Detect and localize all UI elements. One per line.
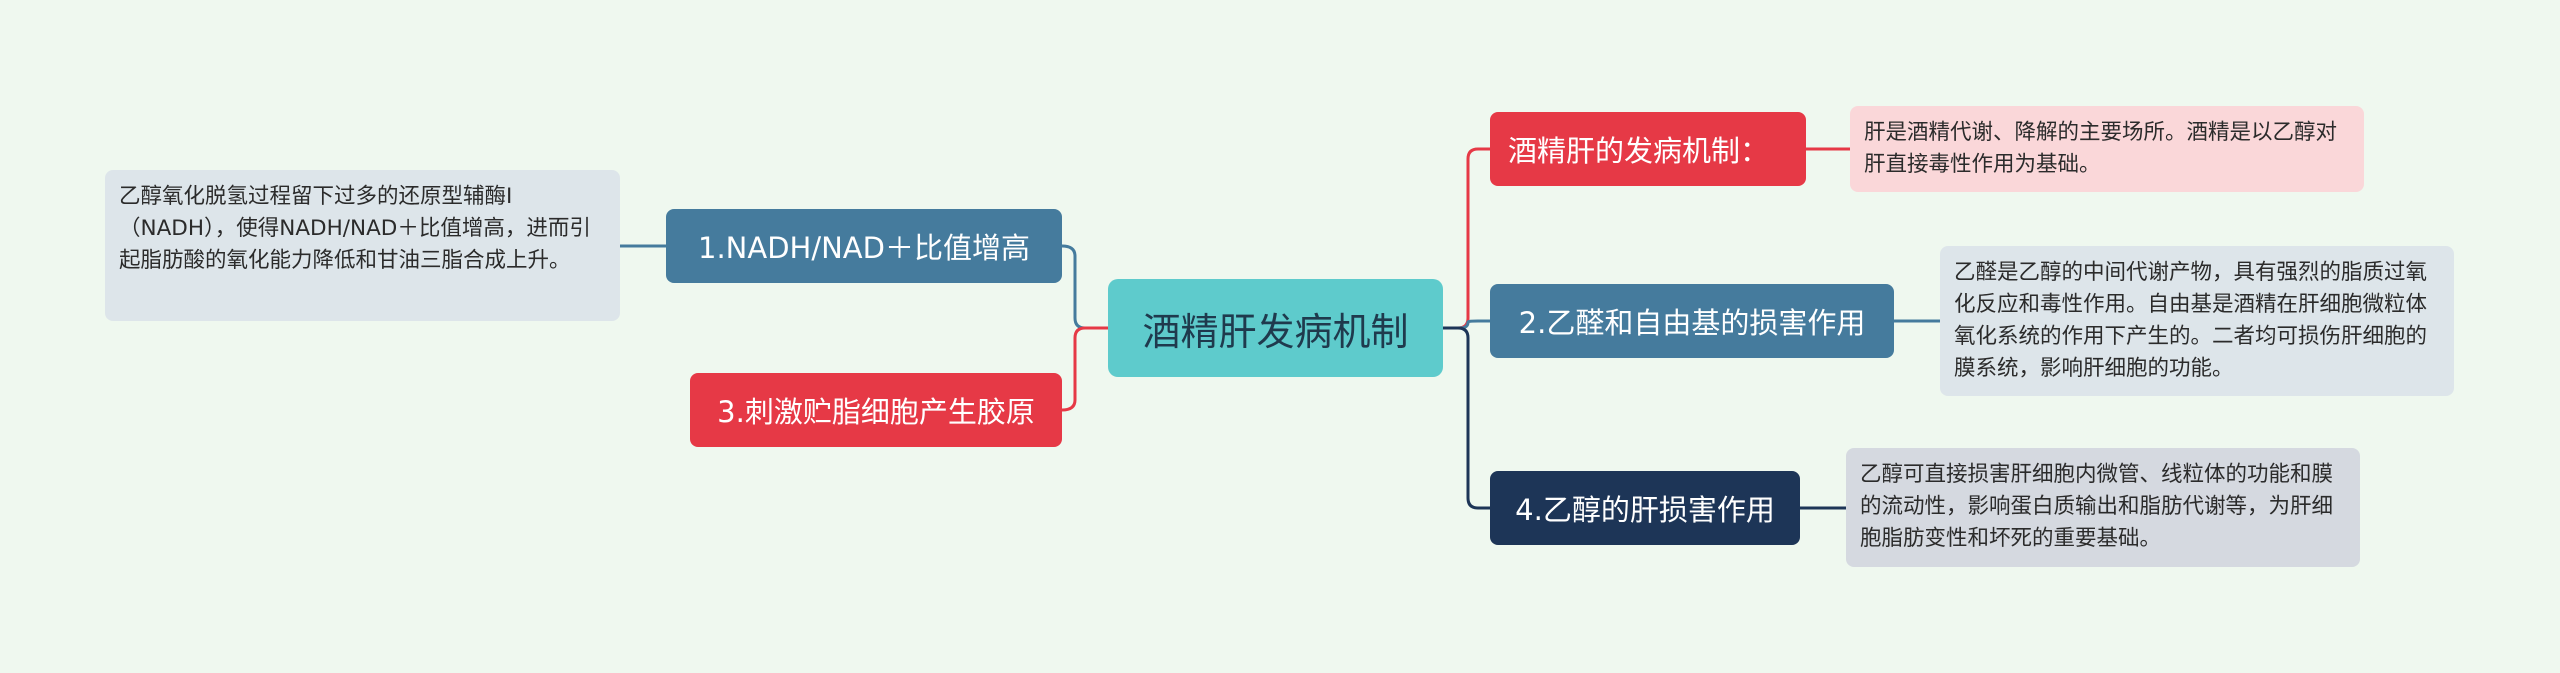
- connector-center-to-nadh: [1061, 244, 1108, 330]
- connector-center-to-ethanol: [1443, 326, 1490, 510]
- branch-ethanol-liver-damage[interactable]: 4.乙醇的肝损害作用: [1490, 471, 1800, 545]
- connector-center-to-mechanism: [1443, 147, 1490, 330]
- branch-acetaldehyde-free-radicals[interactable]: 2.乙醛和自由基的损害作用: [1490, 284, 1894, 358]
- branch-collagen[interactable]: 3.刺激贮脂细胞产生胶原: [690, 373, 1062, 447]
- note-ethanol-liver-damage[interactable]: 乙醇可直接损害肝细胞内微管、线粒体的功能和膜的流动性，影响蛋白质输出和脂肪代谢等…: [1846, 448, 2360, 567]
- branch-pathogenesis[interactable]: 酒精肝的发病机制：: [1490, 112, 1806, 186]
- connector-center-to-collagen: [1061, 326, 1108, 412]
- central-topic[interactable]: 酒精肝发病机制: [1108, 279, 1443, 377]
- branch-nadh-ratio[interactable]: 1.NADH/NAD＋比值增高: [666, 209, 1062, 283]
- note-acetaldehyde-free-radicals[interactable]: 乙醛是乙醇的中间代谢产物，具有强烈的脂质过氧化反应和毒性作用。自由基是酒精在肝细…: [1940, 246, 2454, 396]
- note-pathogenesis[interactable]: 肝是酒精代谢、降解的主要场所。酒精是以乙醇对肝直接毒性作用为基础。: [1850, 106, 2364, 192]
- note-nadh-ratio[interactable]: 乙醇氧化脱氢过程留下过多的还原型辅酶Ⅰ（NADH），使得NADH/NAD＋比值增…: [105, 170, 620, 321]
